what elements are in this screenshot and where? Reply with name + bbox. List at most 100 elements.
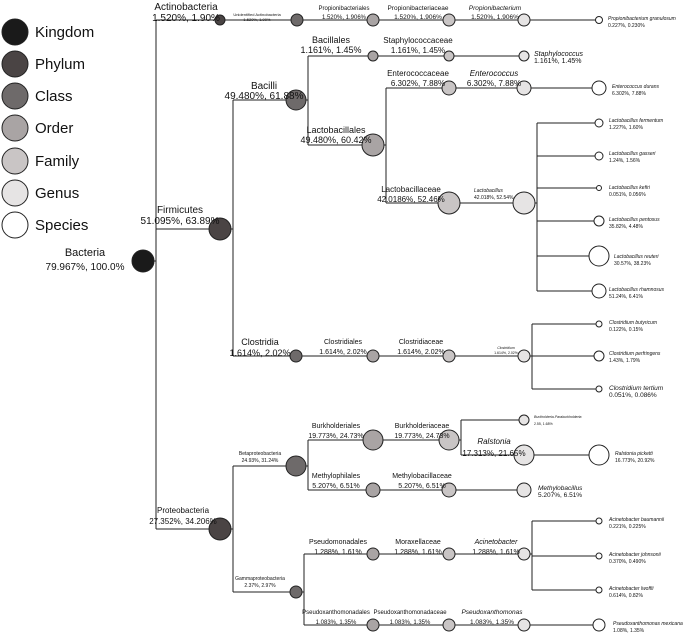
node-firmicutes xyxy=(208,217,232,241)
legend-swatch-kingdom xyxy=(1,18,29,46)
node-enterococcus-durans xyxy=(591,80,607,96)
label-moraxellaceae-values: 1.288%, 1.61% xyxy=(394,549,441,556)
label-acinetobacter-name: Acinetobacter xyxy=(474,539,518,546)
legend-swatch-class xyxy=(1,82,29,110)
node-actinobacteria xyxy=(214,14,226,26)
label-lb-pentosus-name: Lactobacillus pentosus xyxy=(609,217,660,223)
label-burkholderiaceae-name: Burkholderiaceae xyxy=(395,423,450,430)
label-gammaproteobacteria-values: 2.37%, 2.97% xyxy=(244,583,276,589)
label-methylophilales-name: Methylophilales xyxy=(312,473,361,480)
node-methylophilales xyxy=(365,482,381,498)
tree-edges xyxy=(154,19,597,626)
label-propionibacteriaceae-name: Propionibacteriaceae xyxy=(387,5,448,12)
node-bacillales xyxy=(367,50,379,62)
legend-swatch-genus xyxy=(1,179,29,207)
label-methylophilales-values: 5.207%, 6.51% xyxy=(312,483,359,490)
label-pseudoxanthomonadaceae-values: 1.083%, 1.35% xyxy=(390,620,431,626)
label-proteobacteria-values: 27.352%, 34.206% xyxy=(149,517,217,526)
legend-label-order: Order xyxy=(35,120,73,137)
label-burkholderiaceae-values: 19.773%, 24.73% xyxy=(394,433,449,440)
node-pseudoxanthomonadales xyxy=(366,618,380,632)
node-ac-johnsonii xyxy=(595,552,603,560)
label-enterococcus-durans-name: Enterococcus durans xyxy=(612,84,659,90)
label-acinetobacter-values: 1.288%, 1.61% xyxy=(472,549,519,556)
label-lactobacillaceae-name: Lactobacillaceae xyxy=(381,185,441,194)
label-proteobacteria-name: Proteobacteria xyxy=(157,506,210,515)
node-propionibacteriales xyxy=(366,13,380,27)
label-ralstonia-pickettii-name: Ralstonia picketti xyxy=(615,451,654,457)
label-clostridiaceae-name: Clostridiaceae xyxy=(399,339,443,346)
label-lactobacillus-values: 42.018%, 52.54% xyxy=(474,195,514,201)
node-staphylococcus xyxy=(518,50,530,62)
label-clostridia-values: 1.614%, 2.02% xyxy=(229,348,290,358)
label-actinobacteria-values: 1.520%, 1.90% xyxy=(152,13,220,24)
label-betaproteobacteria-values: 24.93%, 31.24% xyxy=(242,458,279,464)
legend-label-family: Family xyxy=(35,153,80,170)
node-pseudoxanthomonadaceae xyxy=(442,618,456,632)
label-ps-mexicana-values: 1.08%, 1.35% xyxy=(613,628,645,634)
label-lb-fermentum-values: 1.227%, 1.60% xyxy=(609,125,643,131)
node-cl-tertium xyxy=(595,385,603,393)
label-cl-tertium-name: Clostridium tertium xyxy=(609,385,664,392)
label-moraxellaceae-name: Moraxellaceae xyxy=(395,539,441,546)
legend-swatch-phylum xyxy=(1,50,29,78)
label-cl-butyricum-values: 0.122%, 0.15% xyxy=(609,327,643,333)
label-lb-kefiri-values: 0.051%, 0.056% xyxy=(609,192,646,198)
label-pseudomonadales-name: Pseudomonadales xyxy=(309,539,367,546)
node-ac-baumannii xyxy=(595,517,603,525)
label-clostridium-values: 1.614%, 2.02% xyxy=(494,351,518,355)
node-moraxellaceae xyxy=(442,547,456,561)
node-ac-lwoffii xyxy=(595,586,603,594)
label-bacillales-name: Bacillales xyxy=(312,35,351,45)
node-lb-reuteri xyxy=(588,245,610,267)
label-clostridiaceae-values: 1.614%, 2.02% xyxy=(397,349,444,356)
node-cl-perfringens xyxy=(593,350,605,362)
label-lactobacillales-name: Lactobacillales xyxy=(306,125,366,135)
node-methylobacillus xyxy=(516,482,532,498)
label-propionibacteriales-name: Propionibacteriales xyxy=(318,6,369,12)
legend-swatch-order xyxy=(1,114,29,142)
label-ac-lwoffii-name: Acinetobacter lwoffii xyxy=(608,586,654,592)
label-pseudoxanthomonas-name: Pseudoxanthomonas xyxy=(461,609,523,616)
node-propionibacteriaceae xyxy=(442,13,456,27)
label-ac-baumannii-name: Acinetobacter baumannii xyxy=(608,517,665,523)
label-ps-mexicana-name: Pseudoxanthomonas mexicana xyxy=(613,621,683,627)
label-unid-actino-name: Unidentified Actinobacteria xyxy=(233,12,281,17)
label-burkholderiales-name: Burkholderiales xyxy=(312,423,361,430)
label-clostridium-name: Clostridium xyxy=(497,346,515,350)
label-methylobacillus-values: 5.207%, 6.51% xyxy=(538,492,582,499)
node-clostridium xyxy=(517,349,531,363)
label-ralstonia-name: Ralstonia xyxy=(477,437,511,446)
tree-nodes xyxy=(131,13,610,632)
node-pseudomonadales xyxy=(366,547,380,561)
label-enterococcus-values: 6.302%, 7.88% xyxy=(467,79,521,88)
label-enterococcaceae-name: Enterococcaceae xyxy=(387,69,449,78)
label-propionibacterium-name: Propionibacterium xyxy=(469,5,522,12)
label-clostridiales-values: 1.614%, 2.02% xyxy=(319,349,366,356)
label-cl-butyricum-name: Clostridium butyricum xyxy=(609,320,657,326)
label-methylophilaceae-name: Methylobacillaceae xyxy=(392,473,452,480)
node-enterococcaceae xyxy=(441,80,457,96)
node-staphylococcaceae xyxy=(443,50,455,62)
label-methylophilaceae-values: 5.207%, 6.51% xyxy=(398,483,445,490)
label-bacilli-values: 49.480%, 61.88% xyxy=(225,91,304,102)
label-propionibacteriaceae-values: 1.520%, 1.906% xyxy=(394,14,442,21)
label-firmicutes-values: 51.095%, 63.89% xyxy=(141,216,220,227)
node-burkholderiales xyxy=(362,429,384,451)
label-burkholderiales-values: 19.773%, 24.73% xyxy=(308,433,363,440)
node-ralstonia-pickettii xyxy=(588,444,610,466)
node-lb-rhamnosus xyxy=(591,283,607,299)
legend: KingdomPhylumClassOrderFamilyGenusSpecie… xyxy=(1,18,94,239)
node-lb-kefiri xyxy=(596,185,602,191)
node-gammaproteobacteria xyxy=(289,585,303,599)
label-lb-fermentum-name: Lactobacillus fermentum xyxy=(609,118,663,124)
label-burkholderia-paraburkholderia-name: Burkholderia-Paraburkholderia xyxy=(534,415,582,419)
node-pseudoxanthomonas xyxy=(517,618,531,632)
label-cl-perfringens-name: Clostridium perfringens xyxy=(609,351,661,357)
node-lactobacillaceae xyxy=(437,191,461,215)
legend-swatch-species xyxy=(1,211,29,239)
node-burkholderia-paraburkholderia xyxy=(518,414,530,426)
node-ralstonia xyxy=(513,444,535,466)
label-bacilli-name: Bacilli xyxy=(251,81,277,92)
